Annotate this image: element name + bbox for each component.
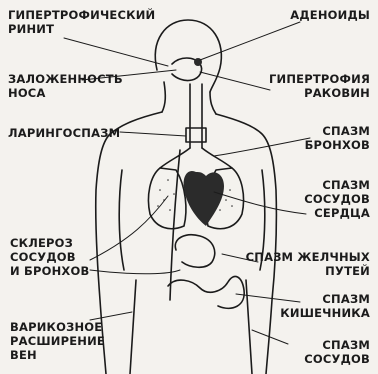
leader-sclerosis-1 xyxy=(90,196,168,260)
heart xyxy=(184,171,224,226)
label-line: СОСУДОВ xyxy=(304,352,370,366)
label-line: СПАЗМ xyxy=(280,292,370,306)
label-line: И БРОНХОВ xyxy=(10,264,89,278)
label-line: РАКОВИН xyxy=(269,86,370,100)
label-nasal-congestion: ЗАЛОЖЕННОСТЬ НОСА xyxy=(8,72,123,100)
label-line: РИНИТ xyxy=(8,22,155,36)
intestine xyxy=(168,276,244,308)
label-line: ПУТЕЙ xyxy=(246,264,370,278)
leader-rhinitis xyxy=(64,38,168,66)
label-sclerosis: СКЛЕРОЗ СОСУДОВ И БРОНХОВ xyxy=(10,236,89,278)
label-adenoids: АДЕНОИДЫ xyxy=(290,8,370,22)
leader-bronchospasm xyxy=(214,138,310,156)
leader-laryngospasm xyxy=(120,132,186,136)
label-line: ЛАРИНГОСПАЗМ xyxy=(8,126,120,140)
left-lung xyxy=(148,168,185,229)
label-heart-vessel-spasm: СПАЗМ СОСУДОВ СЕРДЦА xyxy=(304,178,370,220)
label-line: ГИПЕРТРОФИЧЕСКИЙ xyxy=(8,8,155,22)
label-line: БРОНХОВ xyxy=(305,138,370,152)
label-hypertrophic-rhinitis: ГИПЕРТРОФИЧЕСКИЙ РИНИТ xyxy=(8,8,155,36)
label-line: СОСУДОВ xyxy=(10,250,89,264)
label-bronchospasm: СПАЗМ БРОНХОВ xyxy=(305,124,370,152)
leader-adenoids xyxy=(200,22,300,60)
leader-heart-vessels xyxy=(214,192,306,214)
label-line: ЗАЛОЖЕННОСТЬ xyxy=(8,72,123,86)
label-line: ВАРИКОЗНОЕ xyxy=(10,320,105,334)
label-line: СЕРДЦА xyxy=(304,206,370,220)
label-line: НОСА xyxy=(8,86,123,100)
stomach xyxy=(175,235,214,268)
label-intestinal-spasm: СПАЗМ КИШЕЧНИКА xyxy=(280,292,370,320)
torso-outline xyxy=(96,112,162,374)
label-line: ГИПЕРТРОФИЯ xyxy=(269,72,370,86)
label-varicose-veins: ВАРИКОЗНОЕ РАСШИРЕНИЕ ВЕН xyxy=(10,320,105,362)
label-line: СПАЗМ ЖЕЛЧНЫХ xyxy=(246,250,370,264)
label-biliary-spasm: СПАЗМ ЖЕЛЧНЫХ ПУТЕЙ xyxy=(246,250,370,278)
label-line: АДЕНОИДЫ xyxy=(290,8,370,22)
label-line: СОСУДОВ xyxy=(304,192,370,206)
label-line: СПАЗМ xyxy=(305,124,370,138)
label-turbinate-hypertrophy: ГИПЕРТРОФИЯ РАКОВИН xyxy=(269,72,370,100)
neck-outline xyxy=(162,82,165,112)
leader-sclerosis-2 xyxy=(90,270,180,274)
label-line: РАСШИРЕНИЕ xyxy=(10,334,105,348)
label-vessel-spasm: СПАЗМ СОСУДОВ xyxy=(304,338,370,366)
leader-turbinates xyxy=(200,72,270,90)
label-line: КИШЕЧНИКА xyxy=(280,306,370,320)
bronchi xyxy=(160,148,190,168)
label-line: СПАЗМ xyxy=(304,338,370,352)
label-line: СКЛЕРОЗ xyxy=(10,236,89,250)
label-line: СПАЗМ xyxy=(304,178,370,192)
label-laryngospasm: ЛАРИНГОСПАЗМ xyxy=(8,126,120,140)
leader-varicose xyxy=(90,312,132,320)
label-line: ВЕН xyxy=(10,348,105,362)
